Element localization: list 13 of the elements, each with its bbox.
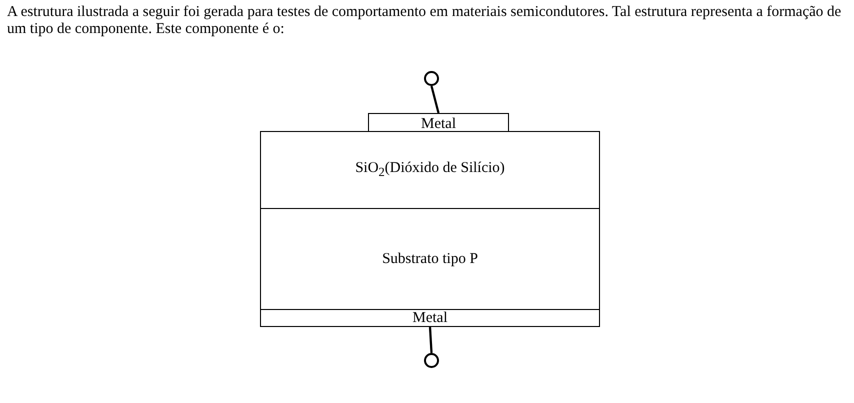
wire-lead [428, 326, 433, 354]
question-text: A estrutura ilustrada a seguir foi gerada para testes de comportamento em materiais semicondutores. Tal estrutura representa a formação de um tipo de componente. Este componente é o: [7, 4, 842, 38]
terminal-circle [424, 353, 439, 368]
layer-label: SiO$_{2}$(Dióxido de Silício) [355, 160, 505, 180]
metal-contact-layer [368, 113, 509, 132]
layer-label: Substrato tipo P [382, 251, 478, 267]
wire-lead [430, 86, 440, 114]
oxide-layer [260, 131, 600, 209]
terminal-circle [424, 71, 439, 86]
layer-label: Metal [412, 310, 448, 326]
layer-label: Metal [421, 116, 456, 132]
metal-contact-layer [260, 309, 600, 327]
substrate-layer [260, 208, 600, 310]
